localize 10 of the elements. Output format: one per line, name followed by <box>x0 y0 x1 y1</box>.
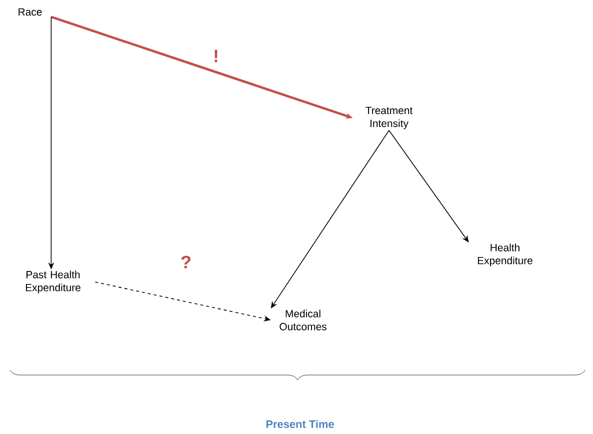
symbol-label: ? <box>181 256 190 268</box>
node-label: Treatment Intensity <box>366 106 413 130</box>
node-label: Health Expenditure <box>478 244 532 266</box>
node-label: Race <box>18 8 42 16</box>
node-label: Past Health Expenditure <box>26 270 80 294</box>
caption: Present Time <box>266 420 334 428</box>
arrow <box>388 130 469 242</box>
symbol-label: ! <box>214 50 218 62</box>
node-label: Medical Outcomes <box>280 310 326 330</box>
arrow <box>270 130 390 308</box>
